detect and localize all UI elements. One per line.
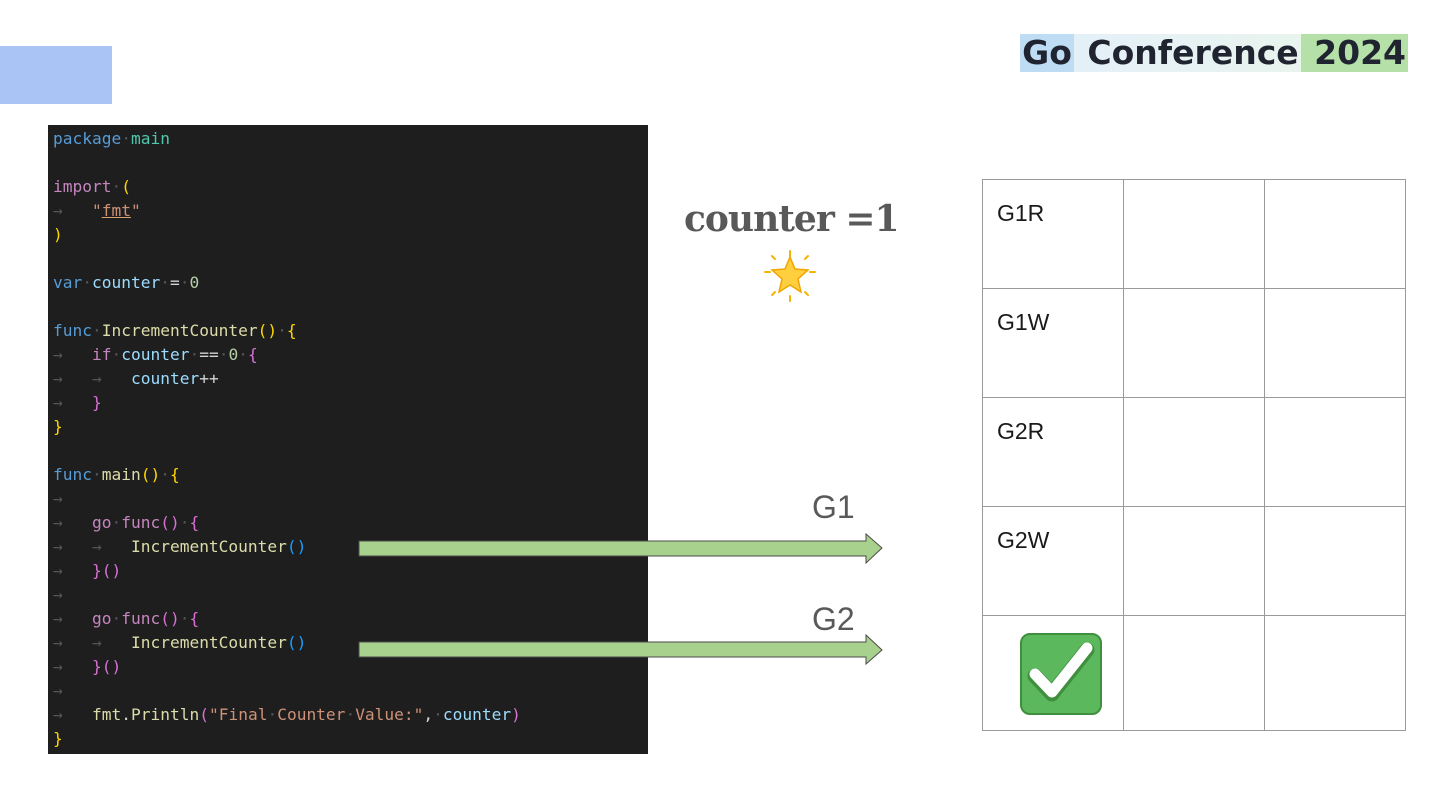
grid-cell — [1123, 506, 1265, 616]
logo-year-word: 2024 — [1314, 33, 1406, 72]
grid-row-label: G2R — [997, 418, 1045, 444]
grid-row-g2w: G2W — [982, 506, 1406, 616]
code-line-12: → go·func()·{ — [53, 513, 200, 532]
code-line-9: → } — [53, 393, 102, 412]
goroutine-g1-label: G1 — [812, 489, 855, 525]
goroutine-g2-label: G2 — [812, 601, 855, 637]
check-mark-icon — [1020, 633, 1102, 715]
code-line-10: } — [53, 417, 63, 436]
grid-cell — [1264, 179, 1406, 289]
grid-cell — [1264, 506, 1406, 616]
grid-cell — [982, 615, 1124, 731]
grid-cell: G1R — [982, 179, 1124, 289]
code-line-15: → go·func()·{ — [53, 609, 200, 628]
code-line-4: ) — [53, 225, 63, 244]
code-line-3: → "fmt" — [53, 201, 141, 220]
grid-row-label: G1R — [997, 200, 1045, 226]
grid-cell: G1W — [982, 288, 1124, 398]
code-line-1: package·main — [53, 129, 170, 148]
grid-cell — [1123, 615, 1265, 731]
timeline-grid: G1R G1W G2R G2W — [982, 179, 1406, 731]
grid-cell — [1123, 288, 1265, 398]
code-line-2: import·( — [53, 177, 131, 196]
counter-value-label: counter =1 — [684, 198, 900, 240]
grid-cell — [1264, 615, 1406, 731]
goroutine-g2-arrow — [358, 634, 883, 666]
code-line-blank-3: → — [53, 681, 63, 700]
star-icon — [764, 250, 816, 302]
code-line-16: → → IncrementCounter() — [53, 633, 307, 652]
logo-go-text: Go — [1020, 33, 1074, 72]
grid-cell: G2W — [982, 506, 1124, 616]
grid-row-g1r: G1R — [982, 179, 1406, 289]
grid-row-label: G1W — [997, 309, 1050, 335]
logo-year-text: 2024 — [1300, 33, 1408, 72]
code-line-blank-2: → — [53, 585, 63, 604]
grid-row-label: G2W — [997, 527, 1050, 553]
code-line-18: → fmt.Println("Final·Counter·Value:",·co… — [53, 705, 521, 724]
logo-conference-word: Conference — [1087, 33, 1299, 72]
code-line-6: func·IncrementCounter()·{ — [53, 321, 297, 340]
code-line-13: → → IncrementCounter() — [53, 537, 307, 556]
grid-cell — [1123, 397, 1265, 507]
grid-row-g1w: G1W — [982, 288, 1406, 398]
logo-conference-text: Conference — [1073, 33, 1301, 72]
goroutine-g1-arrow — [358, 533, 883, 565]
code-line-blank: → — [53, 489, 63, 508]
grid-row-g2r: G2R — [982, 397, 1406, 507]
code-line-14: → }() — [53, 561, 122, 580]
grid-cell — [1264, 288, 1406, 398]
grid-row-result — [982, 615, 1406, 731]
code-line-11: func·main()·{ — [53, 465, 180, 484]
code-line-5: var·counter·=·0 — [53, 273, 200, 292]
grid-cell — [1123, 179, 1265, 289]
conference-logo: Go Conference 2024 — [1020, 34, 1408, 72]
code-line-8: → → counter++ — [53, 369, 219, 388]
code-editor: package·main import·( → "fmt" ) var·coun… — [48, 125, 648, 754]
code-line-17: → }() — [53, 657, 122, 676]
corner-accent-block — [0, 46, 112, 104]
code-line-19: } — [53, 729, 63, 748]
grid-cell: G2R — [982, 397, 1124, 507]
grid-cell — [1264, 397, 1406, 507]
code-line-7: → if·counter·==·0·{ — [53, 345, 258, 364]
